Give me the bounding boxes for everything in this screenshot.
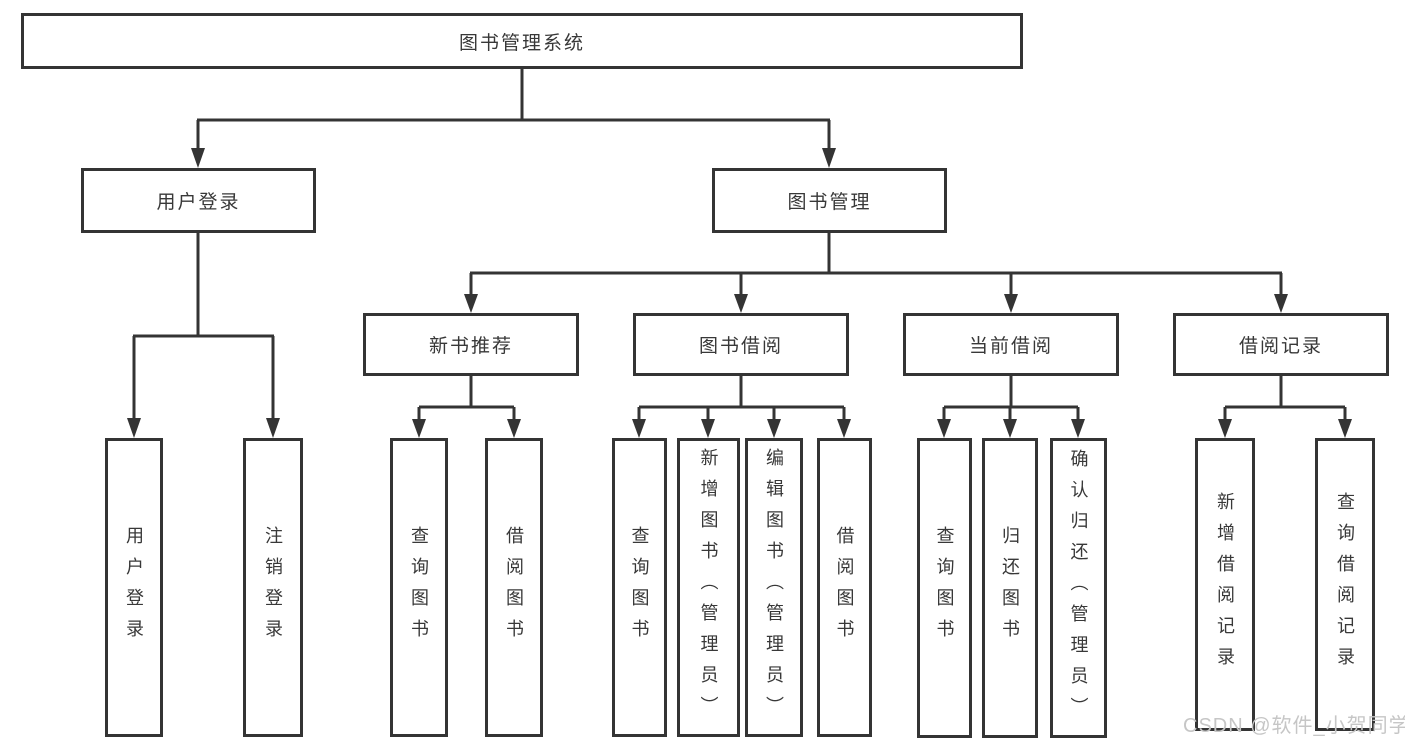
node-book-borrow: 图书借阅 [633, 313, 849, 376]
node-label: 新增借阅记录 [1215, 491, 1235, 678]
leaf-borrow-edit-book-admin: 编辑图书（管理员） [745, 438, 803, 737]
node-label: 注销登录 [263, 525, 283, 650]
node-current-borrow: 当前借阅 [903, 313, 1119, 376]
csdn-watermark: CSDN @软件_小贺同学 [1183, 715, 1405, 737]
node-label: 查询图书 [409, 525, 429, 650]
node-user-login: 用户登录 [81, 168, 316, 233]
leaf-current-return-book: 归还图书 [982, 438, 1038, 738]
node-label: 确认归还（管理员） [1068, 448, 1089, 728]
leaf-recommend-borrow-book: 借阅图书 [485, 438, 543, 737]
node-label: 用户登录 [156, 192, 241, 213]
leaf-recommend-query-book: 查询图书 [390, 438, 448, 737]
leaf-user-login: 用户登录 [105, 438, 163, 737]
node-label: 借阅记录 [1238, 336, 1323, 357]
leaf-current-confirm-return-admin: 确认归还（管理员） [1050, 438, 1107, 738]
node-label: 归还图书 [1000, 526, 1020, 650]
leaf-record-query: 查询借阅记录 [1315, 438, 1375, 731]
leaf-borrow-borrow-book: 借阅图书 [817, 438, 872, 737]
node-label: 新书推荐 [428, 336, 513, 357]
node-label: 当前借阅 [968, 336, 1053, 357]
node-label: 图书借阅 [698, 336, 783, 357]
node-label: 图书管理 [787, 192, 872, 213]
node-label: 借阅图书 [834, 525, 855, 650]
node-new-book-recommend: 新书推荐 [363, 313, 579, 376]
node-label: 查询图书 [629, 525, 650, 650]
node-label: 查询借阅记录 [1335, 491, 1355, 678]
leaf-borrow-query-book: 查询图书 [612, 438, 667, 737]
node-label: 借阅图书 [504, 525, 524, 650]
node-label: 编辑图书（管理员） [764, 448, 784, 727]
node-label: 查询图书 [934, 526, 955, 650]
leaf-current-query-book: 查询图书 [917, 438, 972, 738]
leaf-borrow-add-book-admin: 新增图书（管理员） [677, 438, 740, 737]
node-borrow-record: 借阅记录 [1173, 313, 1389, 376]
node-library-system-root: 图书管理系统 [21, 13, 1023, 69]
node-book-management: 图书管理 [712, 168, 947, 233]
node-label: 新增图书（管理员） [698, 448, 719, 727]
leaf-record-add: 新增借阅记录 [1195, 438, 1255, 731]
node-label: 用户登录 [124, 525, 144, 650]
node-label: 图书管理系统 [458, 32, 585, 54]
leaf-logout: 注销登录 [243, 438, 303, 737]
